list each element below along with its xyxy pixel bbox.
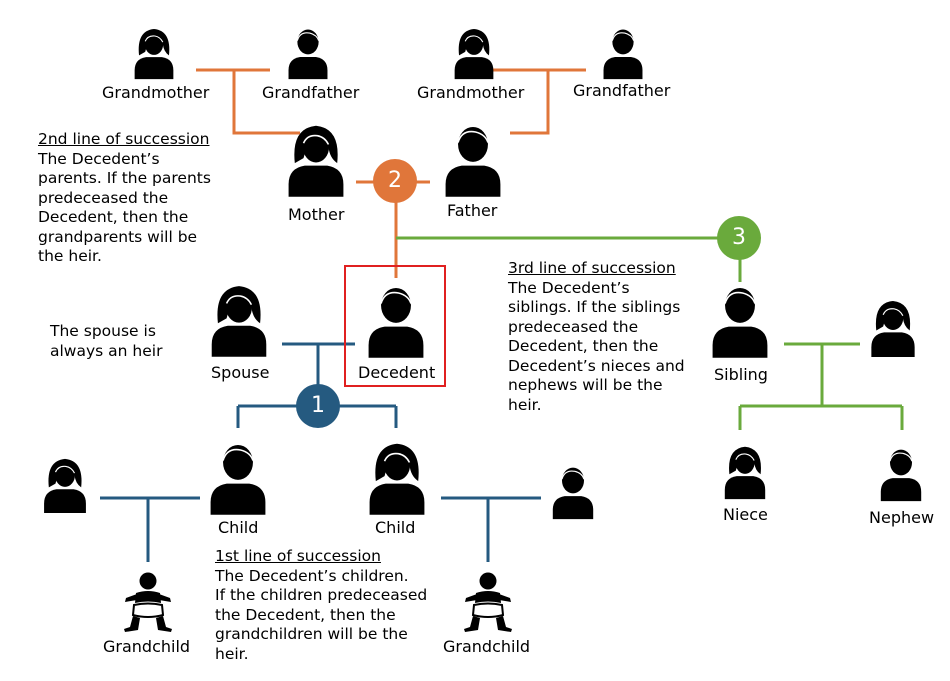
male-person-icon: [362, 283, 430, 359]
spouse-label: Spouse: [211, 363, 270, 382]
niece-label: Niece: [723, 505, 768, 524]
male-person-icon: [548, 464, 598, 520]
male-person-icon: [440, 122, 506, 198]
nephew-label: Nephew: [869, 508, 935, 527]
spouse-note-text: The spouse is always an heir: [50, 322, 163, 360]
grandmother-label-right: Grandmother: [417, 83, 525, 102]
male-person-icon: [285, 26, 331, 80]
third-line-text: The Decedent’s siblings. If the siblings…: [508, 278, 685, 414]
male-person-icon: [603, 29, 643, 80]
second-line-badge: 2: [373, 159, 417, 203]
first-line-note: 1st line of succession The Decedent’s ch…: [215, 547, 427, 664]
female-person-icon: [720, 444, 770, 500]
first-line-heading: 1st line of succession: [215, 547, 381, 565]
female-person-icon: [211, 286, 267, 357]
first-line-badge: 1: [296, 384, 340, 428]
baby-icon: [123, 568, 173, 632]
baby-icon: [464, 572, 512, 632]
baby-icon: [463, 568, 513, 632]
grandmother-label-left: Grandmother: [102, 83, 210, 102]
male-person-icon: [204, 440, 272, 516]
female-person-icon: [208, 282, 270, 358]
second-line-note: 2nd line of succession The Decedent’s pa…: [38, 130, 211, 267]
decedent-highlight-box: [344, 265, 446, 387]
female-person-icon: [369, 443, 425, 515]
male-person-icon: [445, 126, 501, 197]
left-grandparents-connector: [196, 68, 300, 135]
grandchild-label-right: Grandchild: [443, 637, 531, 656]
male-person-icon: [712, 287, 768, 358]
third-line-heading: 3rd line of succession: [508, 259, 676, 277]
second-line-heading: 2nd line of succession: [38, 130, 210, 148]
grandchild-label-left: Grandchild: [103, 637, 191, 656]
child-label-left: Child: [218, 518, 259, 537]
decedent-label: Decedent: [358, 363, 436, 382]
male-person-icon: [876, 446, 926, 502]
male-person-icon: [552, 467, 594, 520]
female-person-icon: [288, 125, 344, 197]
female-person-icon: [866, 298, 920, 358]
female-person-icon: [452, 24, 496, 80]
grandfather-label-right: Grandfather: [573, 81, 671, 100]
male-person-icon: [210, 444, 266, 515]
female-person-icon: [283, 122, 349, 198]
male-person-icon: [880, 449, 922, 502]
second-line-text: The Decedent’s parents. If the parents p…: [38, 149, 211, 266]
female-person-icon: [44, 458, 86, 514]
male-person-icon: [288, 29, 328, 80]
right-grandparents-connector: [480, 68, 586, 135]
female-person-icon: [724, 446, 766, 500]
right-grandchild-connector: [441, 496, 541, 562]
sibling-to-children-connector: [738, 342, 904, 430]
female-person-icon: [364, 440, 430, 516]
grandfather-label-left: Grandfather: [262, 83, 360, 102]
mother-label: Mother: [288, 205, 345, 224]
child-label-right: Child: [375, 518, 416, 537]
male-person-icon: [600, 26, 646, 80]
female-person-icon: [132, 24, 176, 80]
first-line-connectors: [100, 342, 541, 562]
left-grandchild-connector: [100, 496, 200, 562]
third-line-badge: 3: [717, 216, 761, 260]
sibling-label: Sibling: [714, 365, 768, 384]
female-person-icon: [454, 28, 494, 80]
male-person-icon: [368, 287, 424, 358]
third-line-note: 3rd line of succession The Decedent’s si…: [508, 259, 685, 415]
first-line-text: The Decedent’s children. If the children…: [215, 566, 428, 663]
female-person-icon: [871, 300, 915, 358]
female-person-icon: [40, 456, 90, 514]
baby-icon: [124, 572, 172, 632]
spouse-note: The spouse is always an heir: [50, 322, 162, 361]
female-person-icon: [134, 28, 174, 80]
male-person-icon: [706, 283, 774, 359]
father-label: Father: [447, 201, 498, 220]
